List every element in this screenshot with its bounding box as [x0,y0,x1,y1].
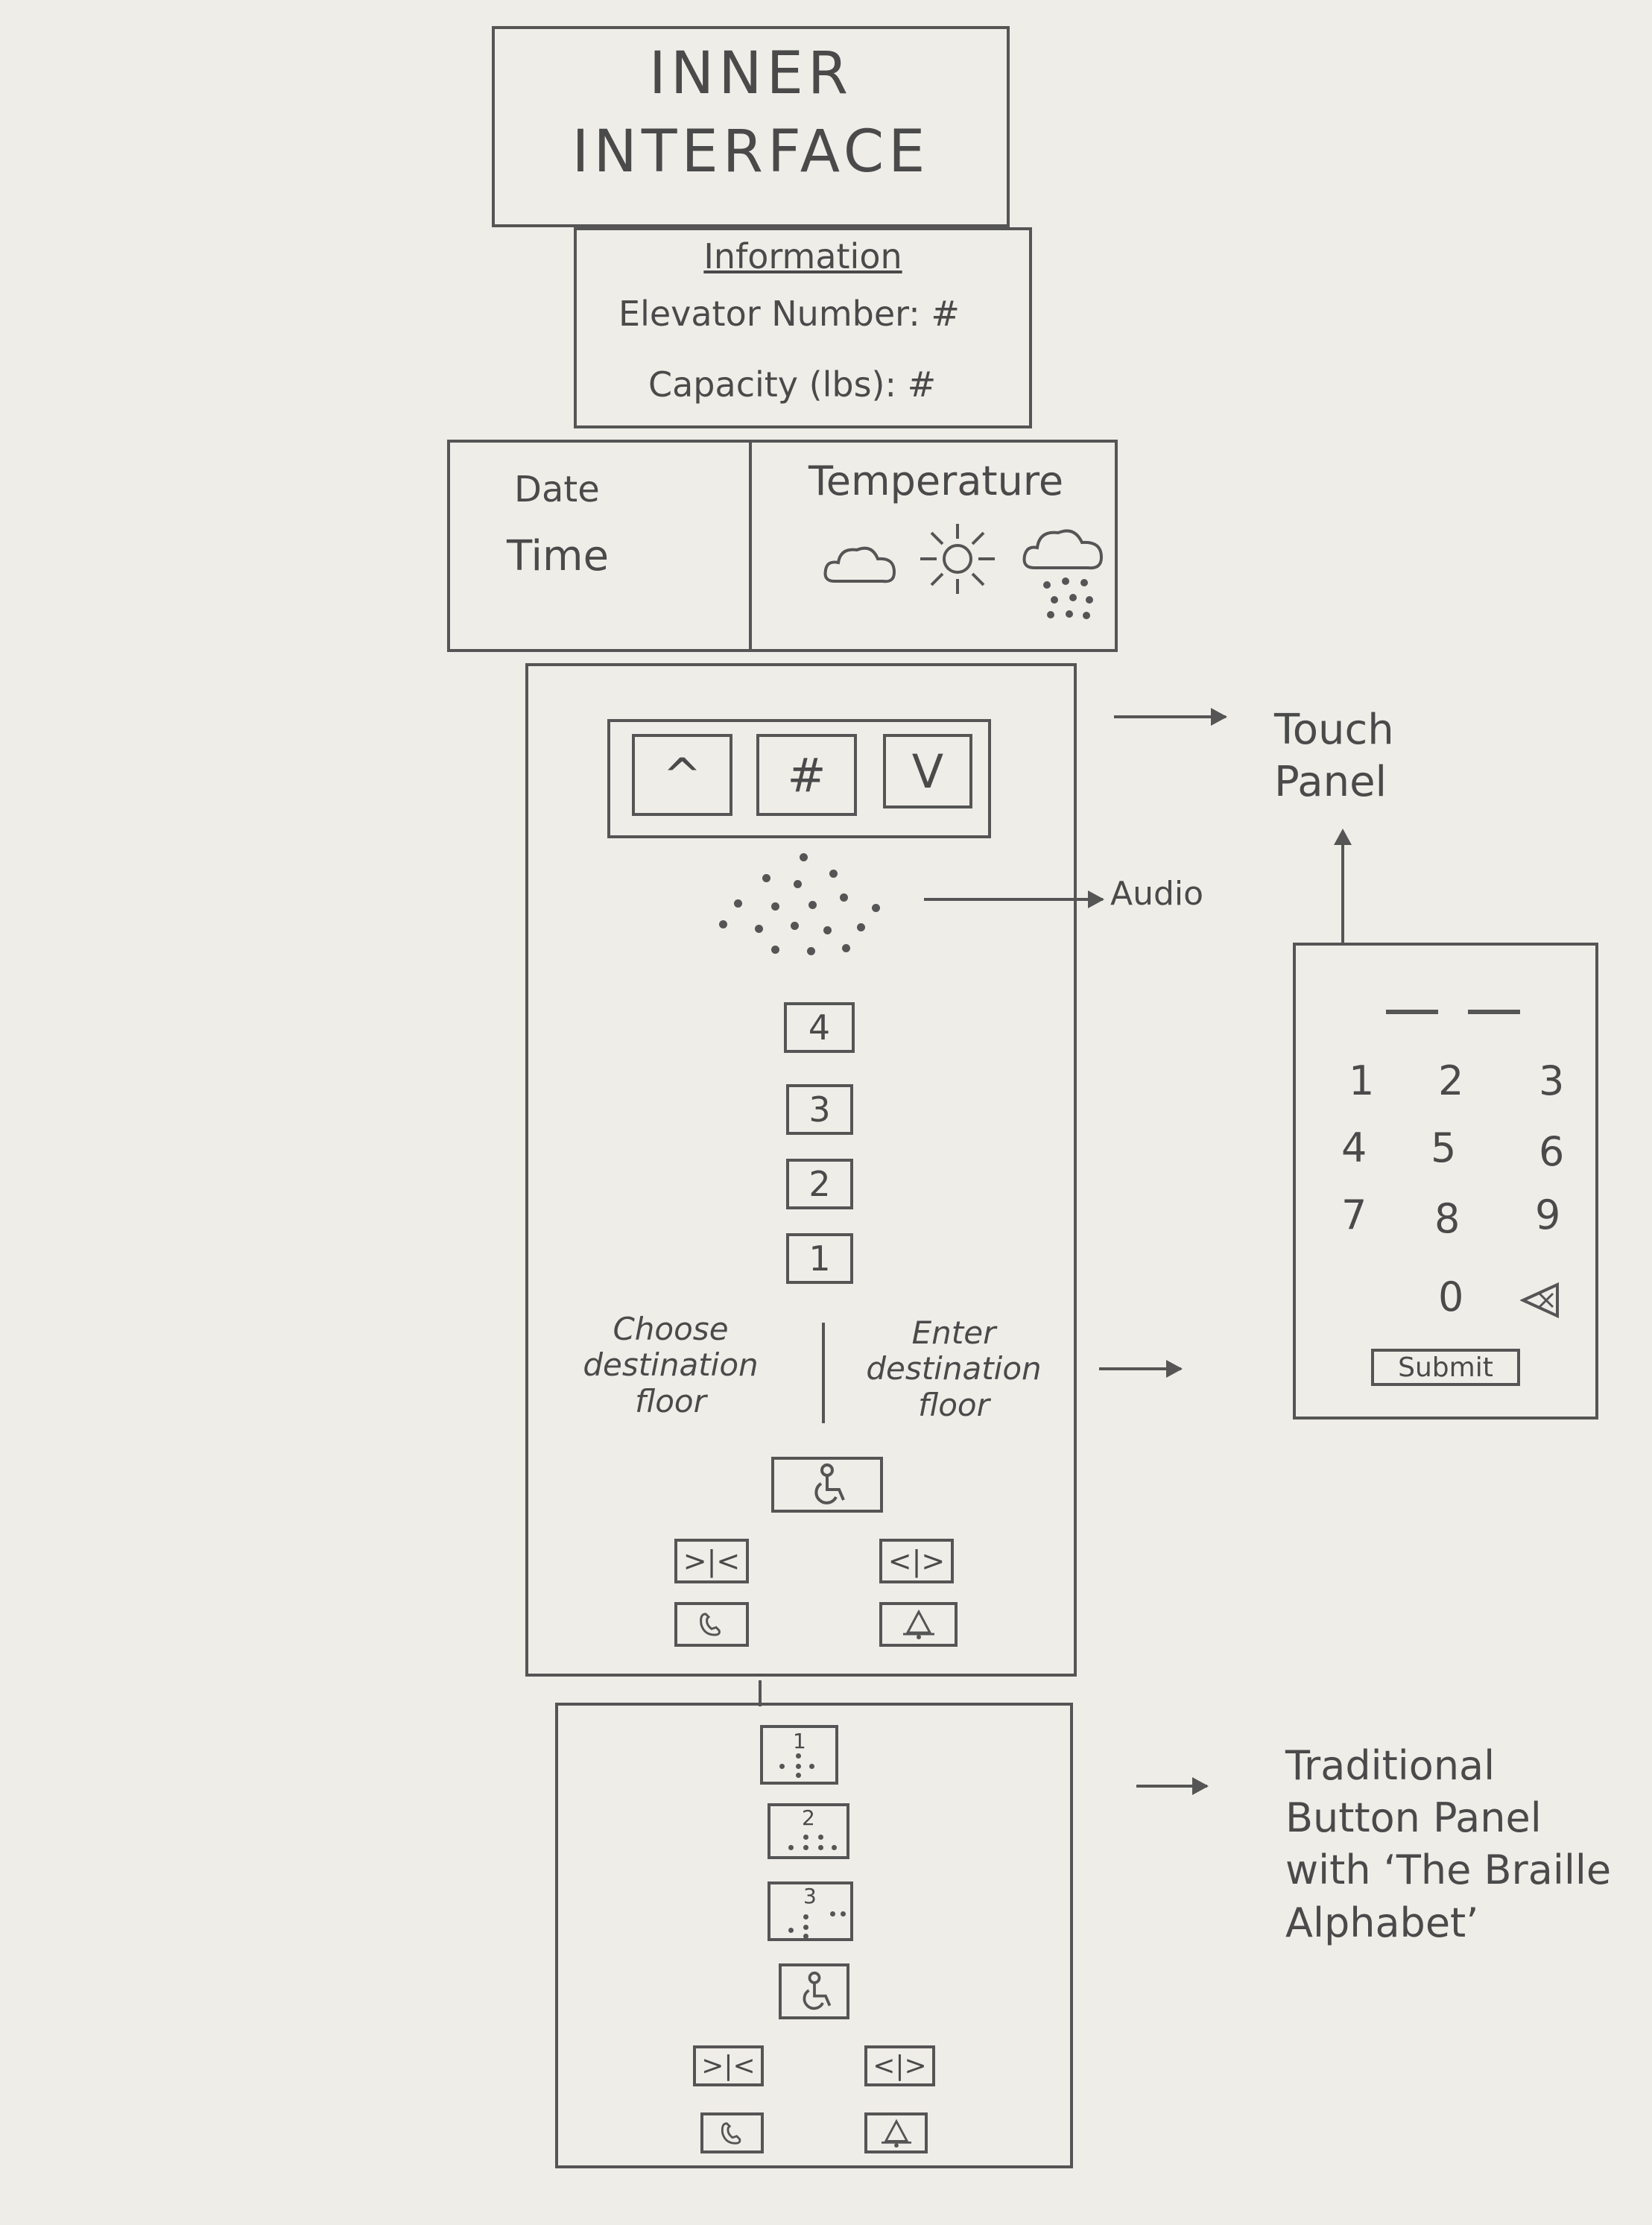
braille-accessibility-button[interactable] [779,1963,849,2019]
braille-door-open-button[interactable]: <|> [864,2045,935,2086]
accessibility-button[interactable] [771,1457,883,1513]
floor-button-3-label: 3 [808,1089,831,1130]
title-line-1: INNER [648,40,853,107]
date-label: Date [514,469,600,510]
keypad-up-arrow [1334,829,1352,943]
title-box [492,26,1010,227]
enter-destination-label: Enter destination floor [866,1314,1042,1423]
floor-button-2[interactable]: 2 [786,1159,853,1209]
door-close-button[interactable]: >|< [674,1539,749,1583]
braille-door-open-label: <|> [873,2051,927,2081]
alarm-button[interactable] [879,1602,958,1647]
keypad-arrow [1099,1360,1183,1378]
phone-icon [721,2121,741,2145]
down-button-label: V [911,744,944,799]
capacity: Capacity (lbs): # [648,364,937,405]
elevator-number: Elevator Number: # [618,294,960,334]
braille-floor-3-label: 3 [803,1884,817,1908]
braille-call-button[interactable] [700,2112,764,2153]
status-divider [749,440,752,652]
temperature-label: Temperature [808,458,1064,504]
current-floor-button[interactable]: # [756,734,857,816]
floor-button-3[interactable]: 3 [786,1084,853,1135]
rain-cloud-icon [1021,522,1107,626]
panel-connector [759,1680,762,1706]
phone-icon [700,1612,721,1636]
touch-panel-label: Touch Panel [1274,706,1394,806]
key-7[interactable]: 7 [1341,1191,1367,1238]
down-button[interactable]: V [883,734,972,808]
door-open-button[interactable]: <|> [879,1539,954,1583]
floor-button-1[interactable]: 1 [786,1233,853,1284]
key-8[interactable]: 8 [1434,1195,1460,1242]
key-6[interactable]: 6 [1539,1128,1565,1175]
wheelchair-icon [803,1971,831,2010]
door-close-label: >|< [683,1545,741,1577]
call-button[interactable] [674,1602,749,1647]
traditional-panel-label: Traditional Button Panel with ‘The Brail… [1285,1742,1612,1946]
key-1[interactable]: 1 [1349,1057,1375,1104]
bell-icon [881,2118,911,2148]
audio-label: Audio [1110,875,1204,913]
touch-panel-arrow [1114,708,1227,726]
braille-floor-button-1[interactable]: 1 [760,1725,838,1785]
current-floor-label: # [787,747,826,803]
information-box [574,227,1032,428]
speaker-grille [719,853,883,961]
key-3[interactable]: 3 [1539,1057,1565,1104]
braille-floor-1-label: 1 [793,1729,806,1753]
braille-door-close-label: >|< [701,2051,756,2081]
up-button-label: ^ [662,747,702,803]
key-5[interactable]: 5 [1431,1124,1457,1171]
key-9[interactable]: 9 [1535,1191,1561,1238]
time-label: Time [507,532,610,580]
braille-floor-button-2[interactable]: 2 [768,1803,849,1859]
floor-button-4-label: 4 [808,1007,831,1048]
information-heading: Information [703,236,902,276]
floor-button-1-label: 1 [808,1238,831,1279]
touch-panel-main [525,663,1077,1677]
keypad-panel [1293,943,1598,1419]
choose-enter-divider [822,1323,825,1423]
audio-arrow [924,890,1104,908]
key-2[interactable]: 2 [1438,1057,1464,1104]
sun-icon [913,518,1002,600]
choose-destination-label: Choose destination floor [583,1311,759,1419]
braille-door-close-button[interactable]: >|< [693,2045,764,2086]
braille-alarm-button[interactable] [864,2112,928,2153]
status-box [447,440,1118,652]
bell-icon [902,1609,934,1639]
backspace-icon [1520,1282,1559,1319]
submit-button[interactable]: Submit [1371,1349,1520,1386]
submit-label: Submit [1398,1352,1493,1383]
title-line-2: INTERFACE [572,118,930,186]
key-0[interactable]: 0 [1438,1273,1464,1320]
wheelchair-icon [814,1463,845,1504]
keypad-entry-display [1386,1010,1528,1014]
traditional-panel-arrow [1136,1777,1209,1795]
floor-button-4[interactable]: 4 [784,1002,855,1053]
direction-button-group [607,719,991,838]
key-4[interactable]: 4 [1341,1124,1367,1171]
up-button[interactable]: ^ [632,734,732,816]
backspace-key[interactable] [1520,1282,1565,1319]
floor-button-2-label: 2 [808,1164,831,1204]
braille-floor-2-label: 2 [802,1805,815,1830]
braille-floor-button-3[interactable]: 3 [768,1881,853,1941]
door-open-label: <|> [887,1545,946,1577]
cloud-icon [820,537,902,589]
traditional-button-panel [555,1703,1073,2168]
